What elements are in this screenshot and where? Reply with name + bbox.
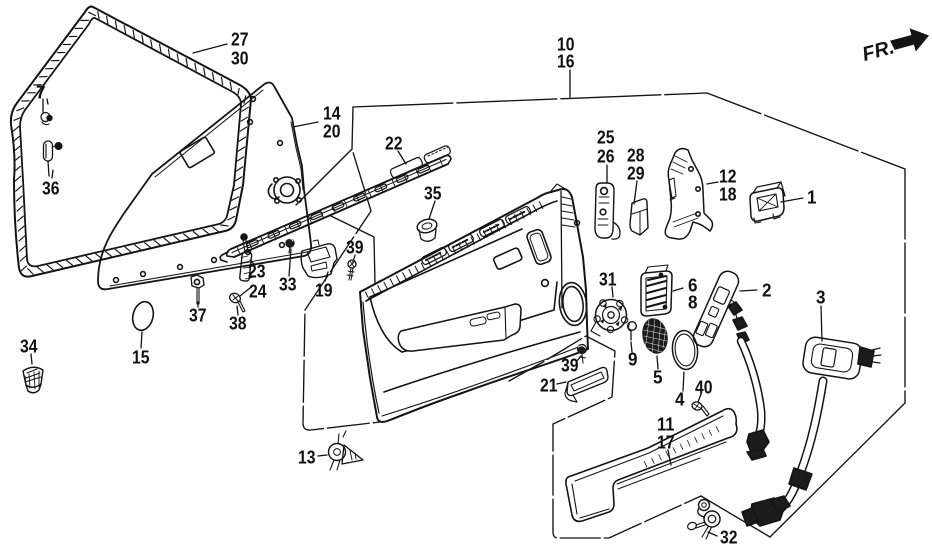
svg-text:29: 29 [627,163,645,184]
svg-text:17: 17 [657,432,675,453]
svg-text:9: 9 [628,349,638,370]
svg-text:15: 15 [132,347,150,368]
svg-text:21: 21 [540,375,558,396]
svg-text:26: 26 [597,146,615,167]
svg-text:32: 32 [720,527,738,548]
svg-text:19: 19 [315,280,333,301]
svg-text:22: 22 [385,133,403,154]
svg-text:34: 34 [20,336,38,357]
svg-text:39: 39 [561,355,579,376]
svg-text:6: 6 [688,275,698,296]
svg-text:33: 33 [279,274,297,295]
svg-text:20: 20 [323,121,341,142]
svg-text:30: 30 [231,48,249,69]
svg-text:40: 40 [695,377,713,398]
svg-text:23: 23 [248,261,266,282]
svg-text:37: 37 [189,305,207,326]
svg-text:10: 10 [557,34,575,55]
svg-text:8: 8 [688,292,698,313]
svg-text:39: 39 [346,237,364,258]
svg-text:24: 24 [249,281,267,302]
svg-text:1: 1 [807,187,817,208]
svg-text:31: 31 [599,269,617,290]
svg-text:28: 28 [627,145,645,166]
svg-text:11: 11 [657,414,675,435]
svg-text:5: 5 [653,367,663,388]
svg-text:25: 25 [597,127,615,148]
svg-text:27: 27 [231,29,249,50]
svg-text:3: 3 [816,287,826,308]
svg-text:12: 12 [719,166,737,187]
svg-text:16: 16 [557,51,575,72]
svg-text:18: 18 [719,184,737,205]
svg-text:35: 35 [424,183,442,204]
svg-text:2: 2 [762,280,772,301]
svg-text:4: 4 [675,389,685,410]
svg-text:14: 14 [323,103,341,124]
svg-text:7: 7 [36,82,46,103]
svg-text:36: 36 [42,178,60,199]
svg-text:38: 38 [229,313,247,334]
svg-text:13: 13 [298,447,316,468]
